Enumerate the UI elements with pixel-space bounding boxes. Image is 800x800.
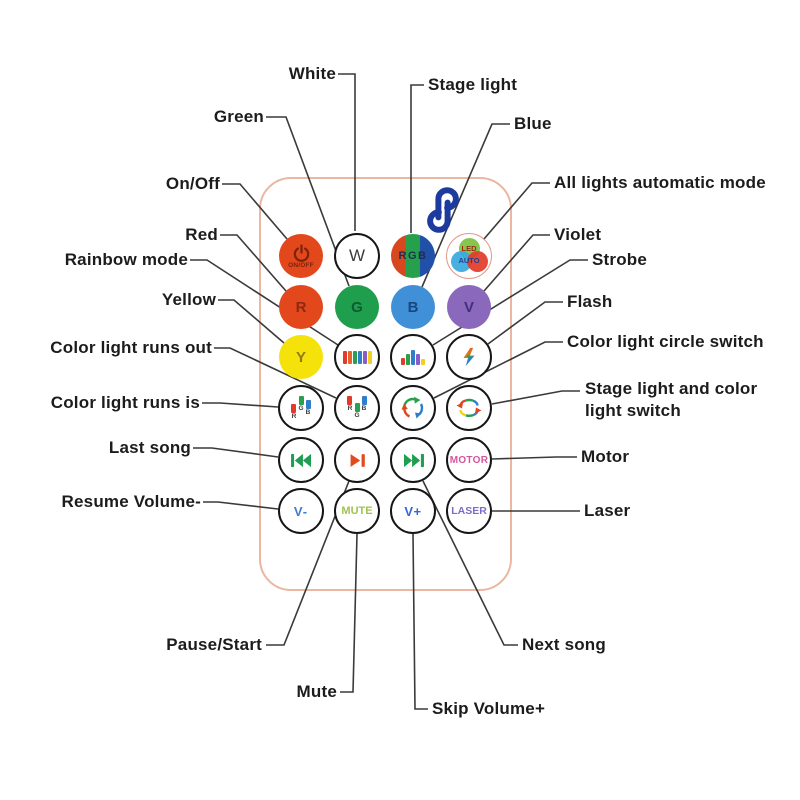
leader-runs-is (202, 402, 279, 408)
annotation-next-song: Next song (522, 635, 606, 654)
annotation-red: Red (185, 225, 218, 244)
white-button-label: W (348, 246, 366, 265)
stage-color-switch-button[interactable] (446, 385, 492, 431)
motor-button-label: MOTOR (449, 454, 489, 466)
annotation-resume-volume: Resume Volume- (61, 492, 201, 511)
leader-motor (491, 456, 577, 460)
leader-violet (483, 234, 550, 292)
swap-arrows-icon (456, 398, 482, 417)
play-pause-icon (350, 453, 365, 467)
red-button[interactable]: R (279, 285, 323, 329)
leader-onoff (222, 183, 288, 240)
brand-logo (427, 187, 459, 233)
color-light-circle-switch-button[interactable] (390, 385, 436, 431)
leader-runs-out (214, 347, 337, 399)
last-song-button[interactable] (278, 437, 324, 483)
next-song-button[interactable] (390, 437, 436, 483)
leader-stage-light (410, 84, 424, 233)
leader-yellow (218, 299, 285, 344)
yellow-button[interactable]: Y (279, 335, 323, 379)
laser-button[interactable]: LASER (446, 488, 492, 534)
annotation-all-lights-automatic-mode: All lights automatic mode (554, 173, 766, 192)
lightning-icon (463, 347, 475, 367)
rgb-button-letters: RGB (398, 250, 428, 262)
volume-down-label: V- (293, 503, 309, 519)
annotation-color-light-runs-out: Color light runs out (50, 338, 212, 357)
annotation-color-light-runs-is: Color light runs is (50, 393, 200, 412)
annotation-mute: Mute (296, 682, 337, 701)
leader-pause-start (266, 480, 350, 646)
color-light-runs-out-button[interactable]: R G B (334, 385, 380, 431)
mute-button-label: MUTE (341, 505, 373, 517)
led-auto-label-top: LED (461, 243, 477, 253)
leader-white (338, 73, 356, 231)
leader-green (266, 116, 350, 287)
strobe-button[interactable] (390, 334, 436, 380)
leader-red (220, 234, 287, 292)
motor-button[interactable]: MOTOR (446, 437, 492, 483)
leader-all-lights (483, 182, 550, 240)
blue-button[interactable]: B (391, 285, 435, 329)
pause-start-button[interactable] (334, 437, 380, 483)
leader-stage-switch (491, 390, 580, 405)
annotation-violet: Violet (554, 225, 602, 244)
annotation-laser: Laser (584, 501, 631, 520)
volume-up-button[interactable]: V+ (390, 488, 436, 534)
rainbow-bars-icon (342, 350, 372, 364)
laser-button-label: LASER (451, 505, 487, 517)
violet-button[interactable]: V (447, 285, 491, 329)
white-button[interactable]: W (334, 233, 380, 279)
annotation-motor: Motor (581, 447, 630, 466)
annotation-strobe: Strobe (592, 250, 648, 269)
annotation-stage-light: Stage light (428, 75, 518, 94)
annotation-color-light-circle-switch: Color light circle switch (567, 332, 764, 351)
leader-blue (421, 123, 510, 288)
flash-button[interactable] (446, 334, 492, 380)
volume-up-label: V+ (404, 503, 422, 519)
color-light-runs-is-button[interactable]: R G B (278, 385, 324, 431)
annotation-skip-volume: Skip Volume+ (432, 699, 546, 718)
led-auto-label-bottom: AUTO (458, 255, 480, 265)
annotation-last-song: Last song (108, 438, 191, 457)
annotation-rainbow-mode: Rainbow mode (64, 250, 188, 269)
next-track-icon (403, 453, 424, 467)
rainbow-mode-button[interactable] (334, 334, 380, 380)
rgb-order-icon: R G B (347, 395, 367, 418)
annotation-pause-start: Pause/Start (166, 635, 262, 654)
rgb-stage-light-button[interactable]: RGB (391, 234, 435, 278)
annotation-stage-light-and-color-light-switch: Stage light and color light switch (585, 379, 758, 421)
leader-flash (487, 301, 563, 345)
previous-track-icon (290, 453, 311, 467)
power-icon (293, 243, 309, 262)
annotation-green: Green (213, 107, 264, 126)
led-auto-icon: LED AUTO (448, 235, 491, 278)
annotation-blue: Blue (514, 114, 552, 133)
equalizer-bars-icon (401, 349, 425, 365)
leader-next-song (422, 480, 518, 646)
led-auto-button[interactable]: LED AUTO (446, 233, 492, 279)
leader-mute (340, 533, 358, 693)
cycle-arrows-icon (401, 396, 424, 419)
annotation-yellow: Yellow (161, 290, 216, 309)
volume-down-button[interactable]: V- (278, 488, 324, 534)
green-button[interactable]: G (335, 285, 379, 329)
power-button-label: ON/OFF (288, 261, 314, 269)
annotation-flash: Flash (567, 292, 613, 311)
rgb-order-icon: R G B (291, 395, 311, 419)
mute-button[interactable]: MUTE (334, 488, 380, 534)
leader-last-song (193, 447, 279, 458)
annotation-on-off: On/Off (165, 174, 220, 193)
leader-skip-volume (412, 533, 428, 710)
annotation-white: White (288, 64, 336, 83)
leader-resume-volume (203, 501, 279, 510)
power-button[interactable]: ON/OFF (279, 234, 323, 278)
